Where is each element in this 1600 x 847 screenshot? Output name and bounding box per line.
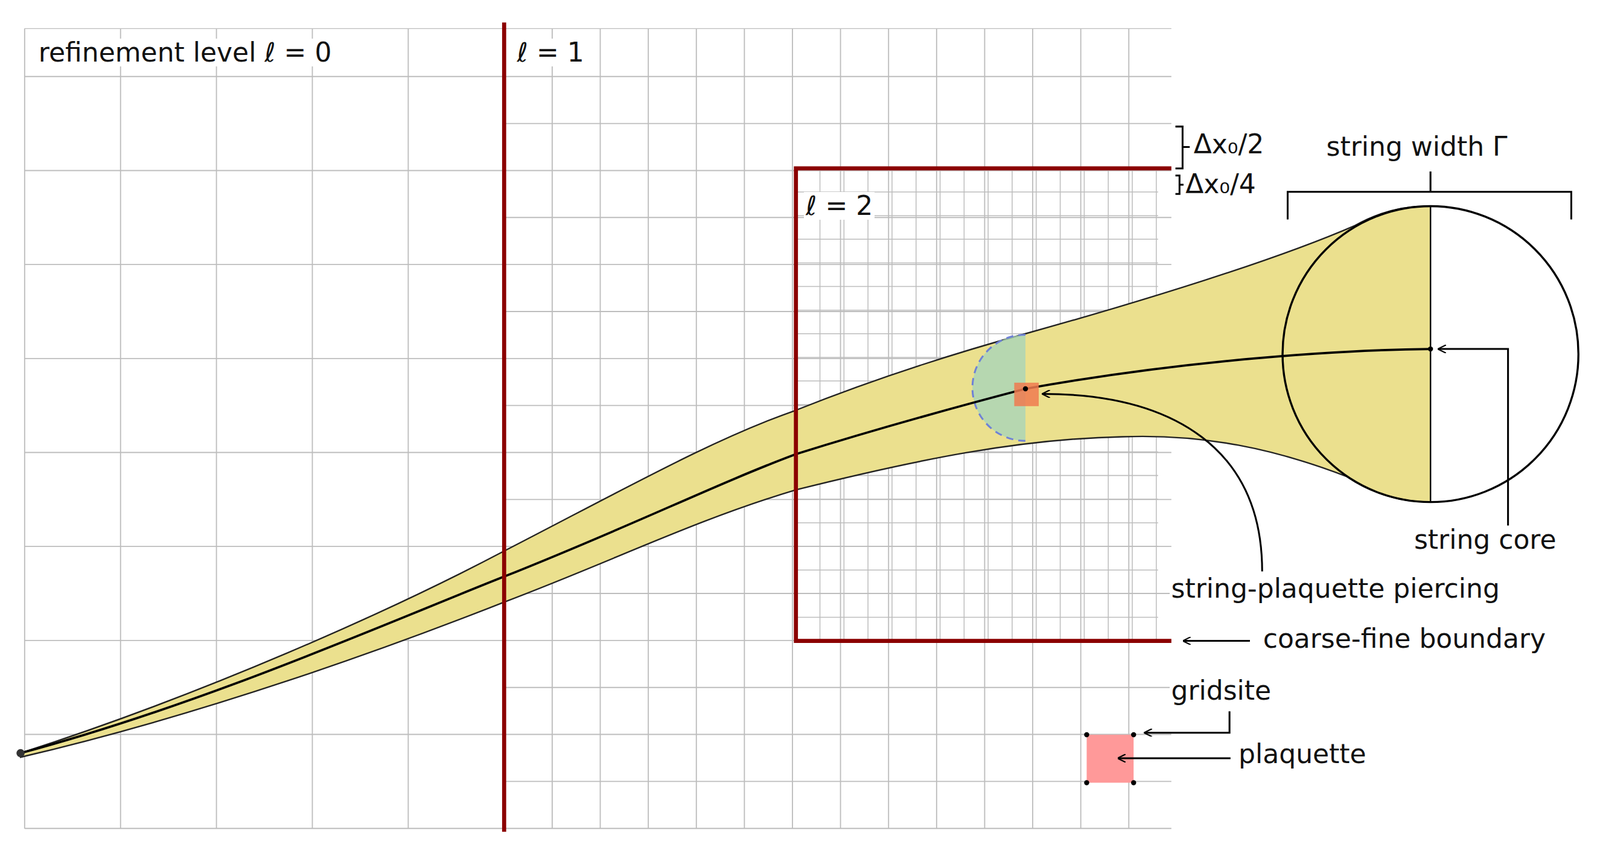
spacing-label: Δx₀/2	[1192, 130, 1267, 159]
half-line	[1429, 205, 1432, 502]
grid-line	[503, 780, 1171, 782]
callout-label: coarse-fine boundary	[1261, 624, 1548, 653]
callout-label: string core	[1412, 525, 1559, 554]
grid-line	[24, 170, 504, 172]
grid-line	[796, 569, 1159, 571]
piercing-dot	[1023, 386, 1028, 392]
callout-label: plaquette	[1236, 739, 1369, 768]
grid-line	[599, 28, 602, 829]
string-end	[16, 749, 25, 758]
width-label: string width Γ	[1324, 132, 1510, 161]
grid-line	[503, 733, 1171, 736]
grid-line	[796, 309, 1159, 311]
grid-line	[24, 639, 504, 641]
grid-line	[24, 827, 504, 829]
grid-line	[796, 522, 1159, 524]
grid-line	[796, 286, 1159, 288]
grid-line	[503, 123, 1171, 125]
brackets	[1175, 126, 1572, 220]
grid-line	[796, 545, 1159, 547]
grid-line	[695, 28, 698, 829]
grid-line	[216, 28, 218, 829]
coarse-fine-boundary	[502, 22, 507, 832]
core-dot	[1427, 346, 1433, 352]
grid-line	[796, 239, 1159, 241]
grid-line	[503, 827, 1171, 829]
callout-label: gridsite	[1169, 676, 1274, 705]
string-core-line	[20, 348, 1431, 753]
grid-line	[647, 28, 649, 829]
grid-line	[503, 28, 1171, 29]
string-cross-section	[1282, 205, 1579, 502]
grid-line	[24, 28, 504, 29]
grid-line	[796, 262, 1159, 264]
grid-line	[796, 498, 1159, 500]
piercing-plaquette	[1013, 382, 1039, 407]
grid-line	[503, 310, 1171, 313]
grid-line	[796, 616, 1159, 619]
coarse-fine-boundary	[796, 168, 1172, 641]
grid-line	[24, 263, 504, 265]
grid-line	[24, 28, 26, 829]
callout-label: string-plaquette piercing	[1169, 574, 1502, 603]
grid-line	[743, 28, 745, 829]
grid-line	[796, 593, 1159, 595]
grid-line	[503, 263, 1171, 265]
leader-lines	[1042, 348, 1509, 759]
grid-line	[503, 592, 1171, 594]
grid-line	[503, 76, 1171, 78]
grid-line	[24, 357, 504, 360]
spacing-label: Δx₀/4	[1183, 170, 1258, 198]
level-label: refinement level ℓ = 0	[36, 38, 334, 67]
grid-line	[407, 28, 409, 829]
string-band	[20, 205, 1431, 757]
grid-line	[24, 452, 504, 454]
grid-line	[24, 76, 504, 78]
grid-line	[312, 28, 314, 829]
level-label: ℓ = 2	[803, 191, 875, 220]
grid-line	[24, 545, 504, 547]
grid-line	[503, 686, 1171, 689]
grid-line	[551, 28, 553, 829]
grid-line	[120, 28, 122, 829]
level-label: ℓ = 1	[515, 38, 587, 67]
